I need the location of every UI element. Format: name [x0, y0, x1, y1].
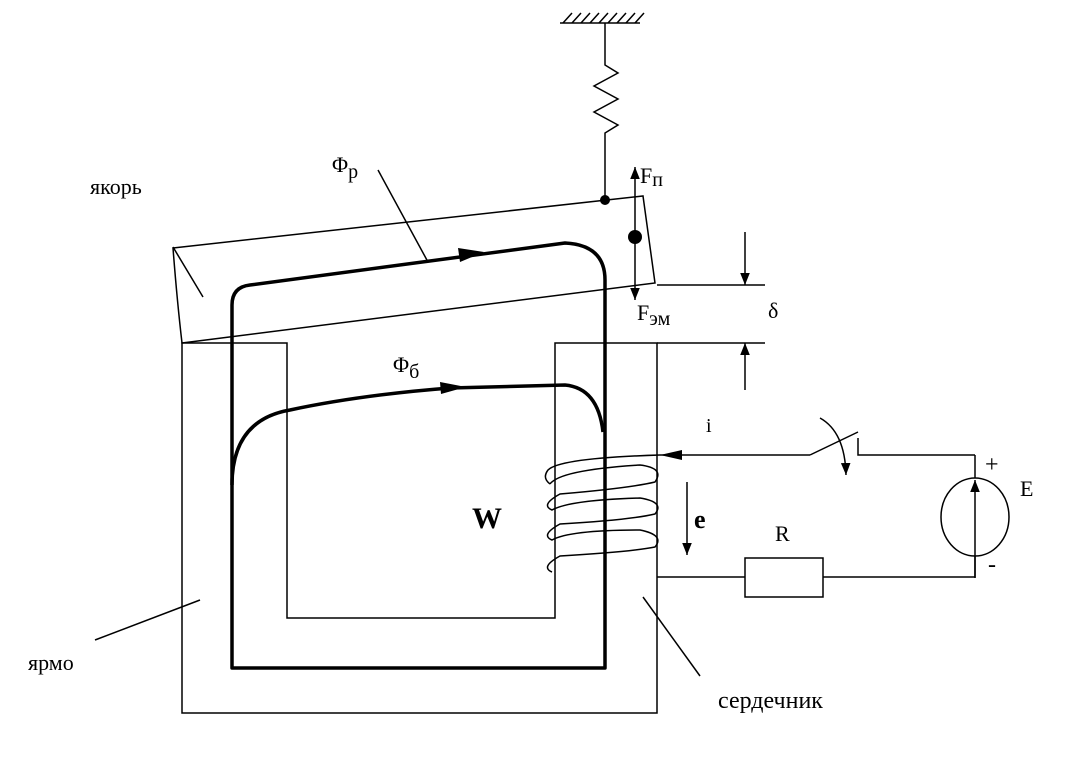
yoke-label: ярмо — [28, 650, 74, 675]
spring-force-label: Fп — [640, 163, 663, 191]
plus-label: + — [985, 452, 999, 478]
resistor — [744, 557, 824, 598]
ground-support — [560, 12, 645, 24]
leakage-flux-path — [230, 383, 605, 486]
resistor-wire — [657, 556, 976, 578]
working-flux-arrow — [458, 248, 484, 262]
current-label: i — [706, 415, 712, 437]
core-label: сердечник — [718, 688, 823, 714]
source-label: E — [1020, 476, 1033, 501]
working-flux-path — [230, 241, 607, 670]
leakage-flux-arrow — [440, 382, 466, 394]
switch-blade — [809, 431, 859, 456]
armature-label: якорь — [90, 174, 142, 199]
air-gap-dimension — [657, 232, 765, 390]
force-application-point — [628, 230, 642, 244]
winding-label: W — [472, 502, 502, 535]
current-arrow — [660, 450, 682, 460]
coil-winding — [544, 454, 810, 573]
yoke-and-core — [181, 342, 658, 714]
em-force-label: Fэм — [637, 300, 671, 330]
switch-contact-wire — [857, 438, 975, 456]
working-flux-label: Φр — [332, 152, 358, 183]
resistor-label: R — [775, 521, 790, 546]
working-flux-leader — [377, 169, 429, 263]
emf-label: e — [694, 505, 706, 534]
switch-closing-arrow — [819, 417, 851, 476]
yoke-leader — [94, 599, 201, 641]
armature — [172, 195, 656, 344]
core-leader — [642, 596, 701, 677]
minus-label: - — [988, 552, 996, 578]
armature-leader — [172, 246, 204, 298]
leakage-flux-label: Φб — [393, 352, 419, 383]
gap-label: δ — [768, 298, 778, 323]
spring — [592, 23, 620, 200]
